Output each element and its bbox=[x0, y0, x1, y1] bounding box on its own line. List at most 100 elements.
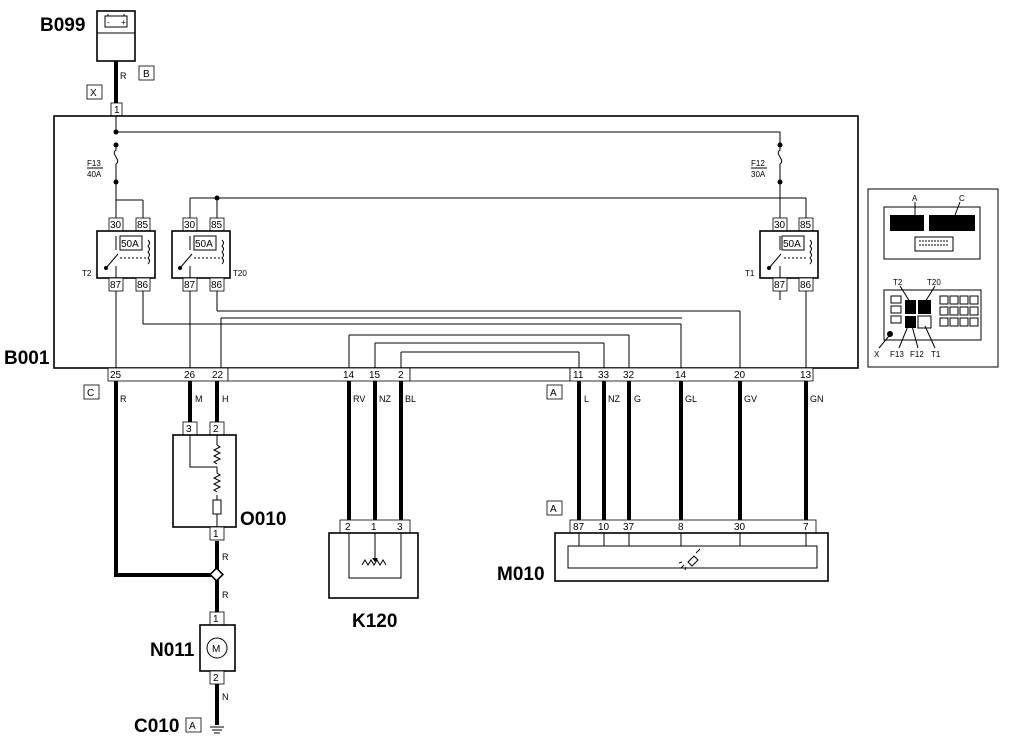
wire-label: M bbox=[195, 394, 203, 404]
pin-label: 33 bbox=[598, 370, 610, 381]
inset-label: T2 bbox=[893, 278, 903, 287]
pin-label: 1 bbox=[114, 105, 120, 116]
battery-box bbox=[96, 10, 136, 62]
relay-rating: 50A bbox=[195, 239, 213, 250]
pin-label: 7 bbox=[803, 522, 809, 533]
fuse-rating: 30A bbox=[751, 170, 766, 179]
connector-tag bbox=[86, 84, 103, 100]
inset-label: F13 bbox=[890, 350, 904, 359]
inset-label: T20 bbox=[927, 278, 941, 287]
wire-label: NZ bbox=[608, 394, 620, 404]
inset-label: F12 bbox=[910, 350, 924, 359]
relay-pin: 86 bbox=[800, 280, 812, 291]
relay-label: T1 bbox=[745, 269, 755, 278]
pin-label: 2 bbox=[398, 370, 404, 381]
relay-t20: 30 85 50A 87 86 T20 bbox=[171, 217, 247, 292]
splice-node bbox=[209, 567, 224, 582]
ecu-label: M010 bbox=[497, 564, 545, 585]
relay-label: T20 bbox=[233, 269, 247, 278]
connector-label: C bbox=[87, 388, 94, 399]
fuse-label: F12 bbox=[751, 159, 765, 168]
relay-pin: 87 bbox=[110, 280, 122, 291]
sensor-k120: 2 1 3 K120 bbox=[328, 519, 419, 632]
pin-label: 30 bbox=[734, 522, 746, 533]
relay-pin: 86 bbox=[137, 280, 149, 291]
relay-pin: 87 bbox=[184, 280, 196, 291]
ecu-m010: A 87 10 37 8 30 7 M010 bbox=[497, 500, 829, 585]
wire-label: RV bbox=[353, 394, 365, 404]
relay-rating: 50A bbox=[121, 239, 139, 250]
wire-label: GV bbox=[744, 394, 757, 404]
relay-pin: 87 bbox=[774, 280, 786, 291]
wire-color-labels: R M H RV NZ BL L NZ G GL GV GN R R N bbox=[120, 394, 824, 702]
pin-label: 1 bbox=[371, 522, 377, 533]
wire-label: R bbox=[222, 552, 229, 562]
fusebox-internal-wiring: F13 40A F12 30A bbox=[87, 116, 807, 218]
ground-c010: C010 A bbox=[134, 716, 224, 737]
inset-label: C bbox=[959, 194, 965, 203]
external-wiring bbox=[114, 381, 808, 725]
pin-label: 3 bbox=[186, 424, 192, 435]
pin-label: 20 bbox=[734, 370, 746, 381]
pin-label: 26 bbox=[184, 370, 196, 381]
connector-tag bbox=[138, 65, 155, 81]
fusebox-pin-strip: 25 26 22 14 15 2 11 33 32 14 20 13 bbox=[107, 367, 814, 382]
wire-label: N bbox=[222, 692, 229, 702]
resistor-icon bbox=[212, 444, 222, 465]
fuse-rating: 40A bbox=[87, 170, 102, 179]
relay-pin: 85 bbox=[800, 220, 812, 231]
ground-label: C010 bbox=[134, 716, 179, 737]
battery-b099: - + B099 bbox=[40, 10, 136, 62]
relay-pin: 30 bbox=[110, 220, 122, 231]
fusebox-label: B001 bbox=[4, 348, 50, 369]
motor-icon-label: M bbox=[212, 644, 220, 655]
motor-icon bbox=[206, 637, 228, 659]
pin-label: 1 bbox=[213, 529, 219, 540]
svg-text:+: + bbox=[121, 18, 126, 27]
relay-t2: 30 85 50A 87 86 T2 bbox=[82, 217, 156, 292]
wire-label: GL bbox=[685, 394, 697, 404]
battery-label: B099 bbox=[40, 15, 85, 36]
wire-label: NZ bbox=[379, 394, 391, 404]
pin-label: 15 bbox=[369, 370, 381, 381]
relay-pin: 85 bbox=[211, 220, 223, 231]
connector-tag bbox=[83, 384, 100, 400]
wire-label: R bbox=[222, 590, 229, 600]
relay-rating: 50A bbox=[783, 239, 801, 250]
pin-label: 2 bbox=[345, 522, 351, 533]
fusebox-locator-inset: A C T2 T20 X F13 F12 T1 bbox=[867, 188, 999, 368]
pin-label: 87 bbox=[573, 522, 585, 533]
pin-label: 13 bbox=[800, 370, 812, 381]
resistor-module-o010: 3 2 1 O010 bbox=[172, 421, 286, 541]
wire-label: GN bbox=[810, 394, 824, 404]
connector-label: A bbox=[550, 388, 557, 399]
wire-label: G bbox=[634, 394, 641, 404]
fusebox-internal-routing bbox=[115, 291, 807, 369]
pin-label: 14 bbox=[675, 370, 687, 381]
connector-tag bbox=[546, 384, 563, 400]
wire-label: L bbox=[584, 394, 589, 404]
connector-label: B bbox=[143, 69, 150, 80]
inset-label: A bbox=[912, 194, 918, 203]
injector-icon bbox=[678, 548, 701, 571]
pin-label: 10 bbox=[598, 522, 610, 533]
pin-label: 11 bbox=[573, 370, 584, 381]
relay-pin: 86 bbox=[211, 280, 223, 291]
relay-label: T2 bbox=[82, 269, 92, 278]
wire-label: H bbox=[222, 394, 229, 404]
resistor-icon bbox=[212, 472, 222, 493]
connector-label: X bbox=[90, 88, 97, 99]
pin-label: 37 bbox=[623, 522, 635, 533]
svg-text:-: - bbox=[107, 18, 110, 27]
wire-label: BL bbox=[405, 394, 416, 404]
pin-label: 22 bbox=[212, 370, 224, 381]
pin-label: 1 bbox=[213, 614, 219, 625]
pin-label: 32 bbox=[623, 370, 635, 381]
potentiometer-icon bbox=[361, 559, 387, 566]
pin-label: 2 bbox=[213, 424, 219, 435]
inset-label: X bbox=[874, 350, 880, 359]
connector-label: A bbox=[189, 721, 196, 732]
pin-label: 8 bbox=[678, 522, 684, 533]
relay-pin: 85 bbox=[137, 220, 149, 231]
